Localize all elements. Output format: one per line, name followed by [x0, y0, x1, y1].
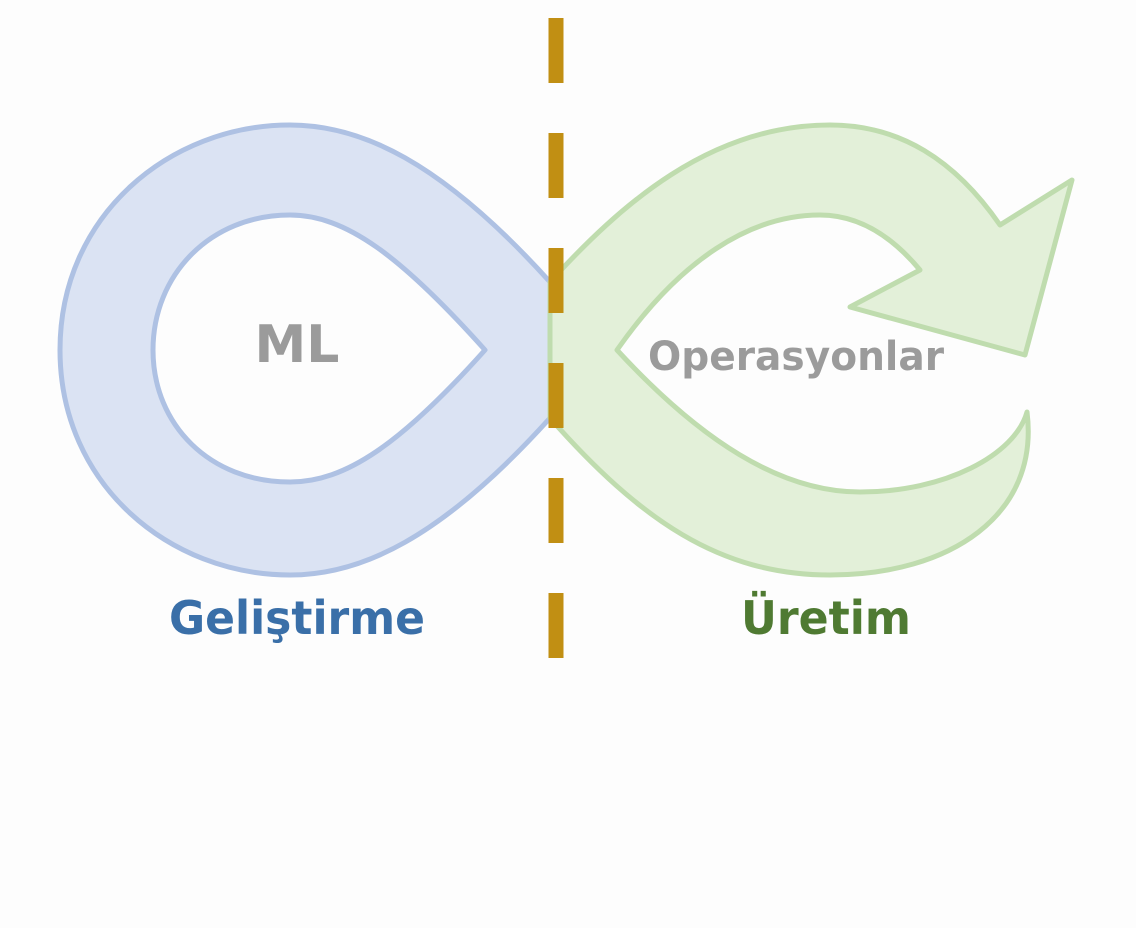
production-caption: Üretim: [741, 591, 911, 645]
left-loop-shape: [57, 122, 553, 578]
operations-label: Operasyonlar: [648, 334, 944, 380]
right-loop-arrow-shape: [547, 122, 1075, 578]
development-caption: Geliştirme: [169, 591, 425, 645]
ml-label: ML: [255, 315, 340, 375]
